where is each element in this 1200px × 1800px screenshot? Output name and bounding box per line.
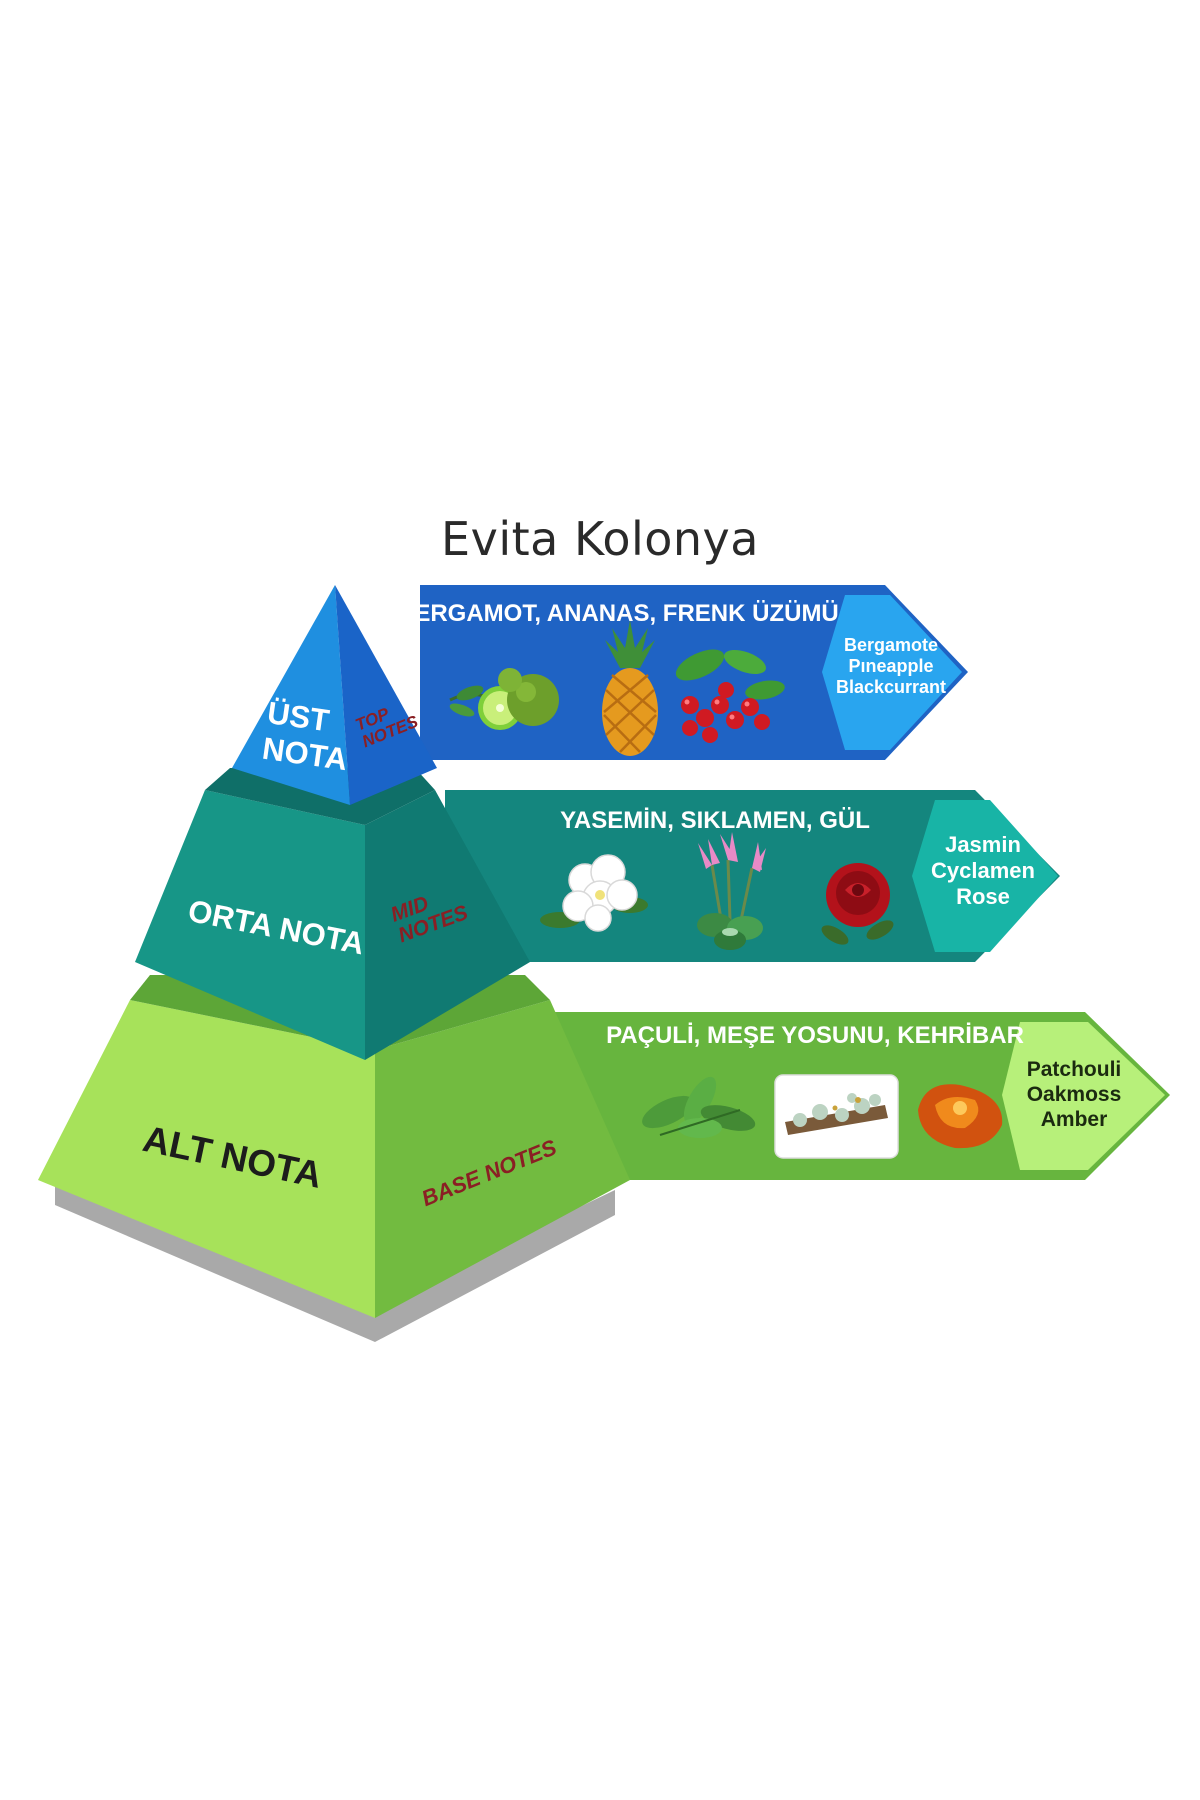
top-notes-english: Bergamote Pıneapple Blackcurrant <box>826 635 956 699</box>
base-right-face <box>375 1000 630 1318</box>
top-right-face <box>335 585 437 805</box>
top-note-1: Bergamote <box>843 635 939 655</box>
top-band-tag <box>822 595 962 750</box>
mid-left-face <box>135 790 365 1060</box>
mid-note-1: Jasmin <box>945 832 1021 857</box>
base-note-2: Oakmoss <box>1026 1082 1122 1106</box>
rose-image <box>821 863 894 945</box>
base-left-face <box>38 1000 375 1318</box>
base-notes-title: PAÇULİ, MEŞE YOSUNU, KEHRİBAR <box>606 1022 1024 1049</box>
base-band-tag <box>1002 1022 1165 1170</box>
oakmoss-image <box>774 1074 899 1159</box>
patchouli-image <box>642 1076 756 1138</box>
mid-notes-title: YASEMİN, SIKLAMEN, GÜL <box>560 807 870 834</box>
base-note-3: Amber <box>1040 1107 1108 1131</box>
amber-image <box>918 1084 1003 1149</box>
jasmine-image <box>540 854 648 932</box>
pineapple-image <box>602 620 658 756</box>
mid-band-tag <box>912 800 1058 952</box>
cyclamen-image <box>697 832 766 950</box>
mid-note-2: Cyclamen <box>931 857 1035 883</box>
base-notes-english: Patchouli Oakmoss Amber <box>1006 1058 1142 1132</box>
top-tier-label: ÜST NOTA <box>260 695 355 777</box>
page-title: Evita Kolonya <box>441 512 759 566</box>
top-note-2: Pıneapple <box>848 656 934 677</box>
blackcurrant-image <box>675 649 785 743</box>
top-note-3: Blackcurrant <box>835 677 947 698</box>
top-notes-title: BERGAMOT, ANANAS, FRENK ÜZÜMÜ <box>397 600 839 627</box>
mid-note-3: Rose <box>956 883 1010 909</box>
base-note-1: Patchouli <box>1026 1058 1122 1081</box>
mid-notes-english: Jasmin Cyclamen Rose <box>918 832 1048 910</box>
mid-right-face <box>365 790 530 1060</box>
top-left-face <box>232 585 350 805</box>
base-shadow <box>55 1180 615 1342</box>
bergamot-image <box>449 668 559 730</box>
